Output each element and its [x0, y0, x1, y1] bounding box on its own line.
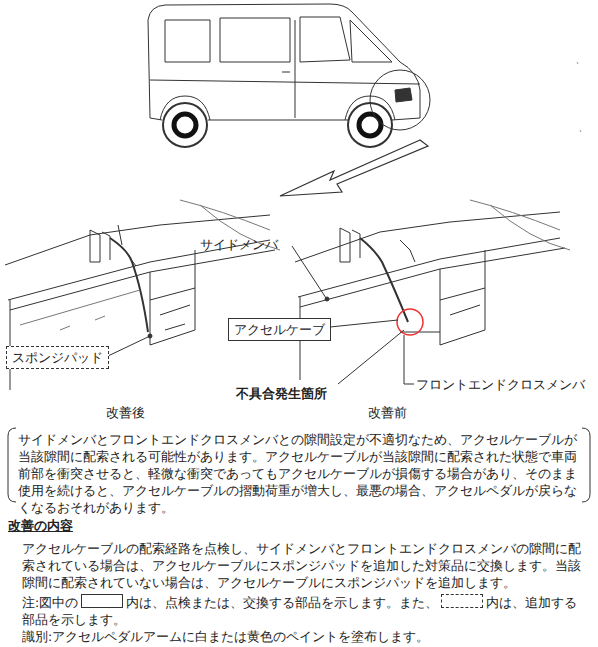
- part-name: スポンジパッド: [12, 350, 103, 365]
- identification-note: 識別:アクセルペダルアームに白または黄色のペイントを塗布します。: [22, 628, 429, 645]
- leader-lines: [108, 246, 414, 384]
- note-text: 注:図中の: [22, 595, 78, 610]
- van-drawing: [148, 4, 581, 196]
- caption: 改善後: [106, 404, 145, 421]
- after-detail: [5, 200, 280, 390]
- part-label: サイドメンバ: [200, 236, 278, 253]
- section-heading: 改善の内容: [8, 517, 73, 534]
- part-name: アクセルケーブ: [234, 322, 325, 337]
- sample-box: [81, 594, 123, 608]
- added-part-box: スポンジパッド: [6, 346, 109, 369]
- note: 注:図中の内は、点検または、交換する部品を示します。また、内は、追加する部品を示…: [22, 594, 588, 628]
- note-text: 内は、点検または、交換する部品を示します。また、: [126, 595, 438, 610]
- remedy-text: アクセルケーブルの配索経路を点検し、サイドメンバとフロントエンドクロスメンバの隙…: [22, 540, 592, 591]
- defect-label: 不具合発生箇所: [236, 385, 327, 402]
- part-box: アクセルケーブ: [228, 318, 331, 341]
- part-label: フロントエンドクロスメンバ: [416, 376, 585, 393]
- explanation: サイドメンバとフロントエンドクロスメンバとの隙間設定が不適切なため、アクセルケー…: [18, 431, 584, 516]
- sample-box-dashed: [441, 594, 483, 608]
- before-detail: [295, 200, 570, 380]
- caption: 改善前: [368, 404, 407, 421]
